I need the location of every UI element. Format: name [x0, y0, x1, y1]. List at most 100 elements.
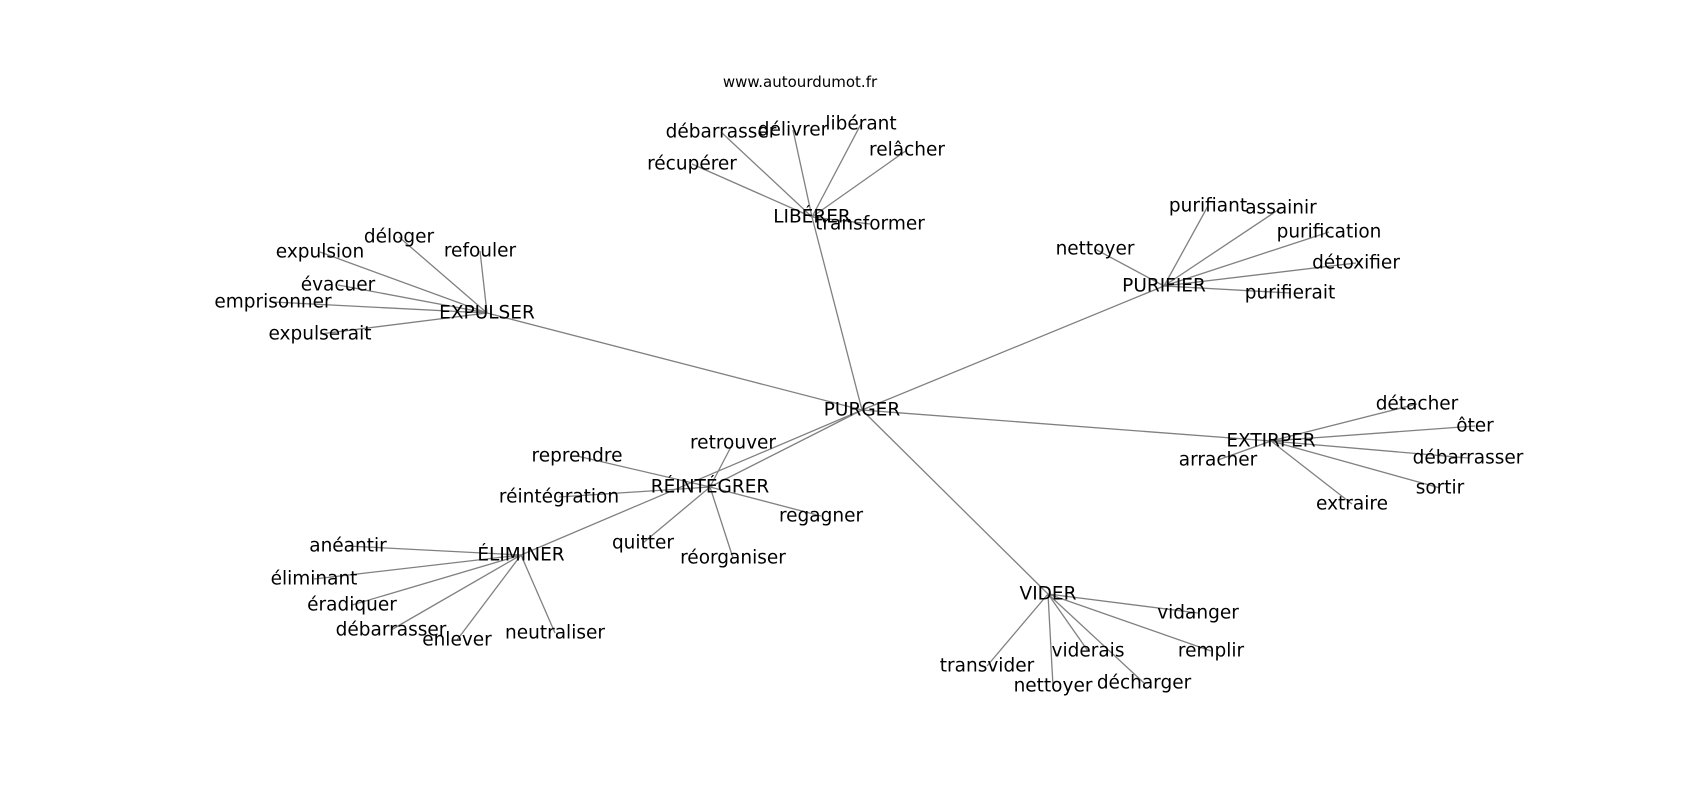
- leaf-word-node: réorganiser: [680, 548, 786, 569]
- leaf-word-node: évacuer: [301, 275, 376, 296]
- leaf-word-node: détacher: [1376, 394, 1459, 415]
- leaf-word-node: déloger: [364, 227, 435, 248]
- edge-hub-leaf: [558, 486, 711, 498]
- leaf-word-node: libérant: [825, 114, 896, 135]
- edge-hub-leaf: [1047, 593, 1199, 614]
- leaf-word-node: quitter: [612, 533, 674, 554]
- edge-hub-leaf: [319, 251, 488, 314]
- edge-center-hub: [811, 216, 863, 411]
- edge-hub-leaf: [986, 593, 1049, 667]
- edge-hub-leaf: [709, 486, 822, 517]
- leaf-word-node: regagner: [779, 506, 864, 527]
- edge-hub-leaf: [1217, 440, 1272, 461]
- edge-hub-leaf: [1270, 440, 1469, 459]
- edge-center-hub: [861, 409, 1272, 442]
- leaf-word-node: récupérer: [647, 154, 737, 175]
- edge-hub-leaf: [456, 554, 522, 641]
- edge-hub-leaf: [390, 554, 522, 631]
- edge-hub-leaf: [1270, 425, 1476, 442]
- edge-hub-leaf: [347, 545, 522, 556]
- leaf-word-node: débarrasser: [1413, 448, 1524, 469]
- leaf-word-node: extraire: [1316, 494, 1388, 515]
- hub-word-node: EXTIRPER: [1226, 431, 1315, 452]
- leaf-word-node: sortir: [1416, 478, 1465, 499]
- edge-center-hub: [709, 409, 863, 488]
- edge-hub-leaf: [1047, 593, 1145, 684]
- edge-hub-leaf: [811, 123, 862, 218]
- hub-word-node: ÉLIMINER: [477, 544, 564, 566]
- edge-hub-leaf: [337, 284, 488, 314]
- leaf-word-node: emprisonner: [214, 292, 332, 313]
- leaf-word-node: transformer: [815, 214, 925, 235]
- leaf-word-node: neutraliser: [505, 623, 605, 644]
- edge-center-hub: [861, 285, 1165, 411]
- edge-hub-leaf: [709, 442, 734, 488]
- edge-center-hub: [520, 409, 863, 556]
- leaf-word-node: nettoyer: [1014, 676, 1093, 697]
- edge-hub-leaf: [1270, 403, 1418, 442]
- graph-labels: PURGERLIBÉRERdébarrasserdélivrerlibérant…: [214, 114, 1523, 697]
- edge-hub-leaf: [691, 163, 813, 218]
- leaf-word-node: détoxifier: [1312, 253, 1400, 274]
- edge-hub-leaf: [811, 149, 908, 218]
- leaf-word-node: assainir: [1245, 198, 1317, 219]
- leaf-word-node: débarrasser: [336, 620, 447, 641]
- leaf-word-node: réintégration: [499, 487, 619, 508]
- leaf-word-node: arracher: [1179, 450, 1258, 471]
- leaf-word-node: retrouver: [690, 433, 776, 454]
- leaf-word-node: ôter: [1456, 416, 1494, 437]
- edge-hub-leaf: [479, 250, 488, 314]
- edge-hub-leaf: [792, 129, 813, 218]
- hub-word-node: RÉINTÉGRER: [651, 476, 770, 498]
- edge-hub-leaf: [351, 554, 522, 606]
- edge-hub-leaf: [576, 455, 711, 488]
- leaf-word-node: transvider: [940, 656, 1035, 677]
- leaf-word-node: refouler: [444, 241, 517, 262]
- edge-hub-leaf: [642, 486, 711, 544]
- hub-word-node: PURIFIER: [1122, 276, 1206, 297]
- edge-center-hub: [861, 409, 1049, 595]
- leaf-word-node: débarrasser: [666, 122, 777, 143]
- leaf-word-node: expulserait: [269, 324, 372, 345]
- leaf-word-node: délivrer: [758, 120, 829, 141]
- edge-center-hub: [486, 312, 863, 411]
- edge-hub-leaf: [720, 131, 813, 218]
- leaf-word-node: remplir: [1178, 641, 1245, 662]
- edge-hub-leaf: [709, 486, 734, 559]
- edge-hub-leaf: [398, 236, 488, 314]
- leaf-word-node: nettoyer: [1056, 239, 1135, 260]
- edge-hub-leaf: [1094, 248, 1165, 287]
- center-word-node: PURGER: [824, 400, 901, 421]
- edge-hub-leaf: [1163, 207, 1282, 287]
- edge-hub-leaf: [1047, 593, 1212, 652]
- hub-word-node: VIDER: [1020, 584, 1077, 605]
- leaf-word-node: éradiquer: [307, 595, 397, 616]
- leaf-word-node: purifierait: [1245, 283, 1336, 304]
- edge-hub-leaf: [1163, 205, 1209, 287]
- edge-hub-leaf: [313, 554, 522, 580]
- leaf-word-node: viderais: [1052, 641, 1125, 662]
- edge-hub-leaf: [1163, 285, 1291, 294]
- hub-word-node: EXPULSER: [439, 303, 535, 324]
- leaf-word-node: relâcher: [869, 140, 945, 161]
- graph-edges: [272, 123, 1476, 687]
- edge-hub-leaf: [811, 216, 871, 225]
- hub-word-node: LIBÉRER: [773, 206, 851, 228]
- leaf-word-node: reprendre: [532, 446, 623, 467]
- leaf-word-node: purification: [1277, 222, 1382, 243]
- edge-hub-leaf: [272, 301, 488, 314]
- edge-hub-leaf: [1270, 440, 1441, 489]
- edge-hub-leaf: [1270, 440, 1353, 505]
- leaf-word-node: vidanger: [1157, 603, 1239, 624]
- edge-hub-leaf: [1047, 593, 1054, 687]
- leaf-word-node: éliminant: [271, 569, 358, 590]
- edge-hub-leaf: [1047, 593, 1089, 652]
- edge-hub-leaf: [1163, 262, 1357, 287]
- leaf-word-node: enlever: [422, 630, 492, 651]
- edge-hub-leaf: [520, 554, 556, 634]
- source-watermark: www.autourdumot.fr: [722, 73, 878, 91]
- edge-hub-leaf: [319, 312, 488, 335]
- leaf-word-node: anéantir: [309, 536, 387, 557]
- leaf-word-node: expulsion: [276, 242, 364, 263]
